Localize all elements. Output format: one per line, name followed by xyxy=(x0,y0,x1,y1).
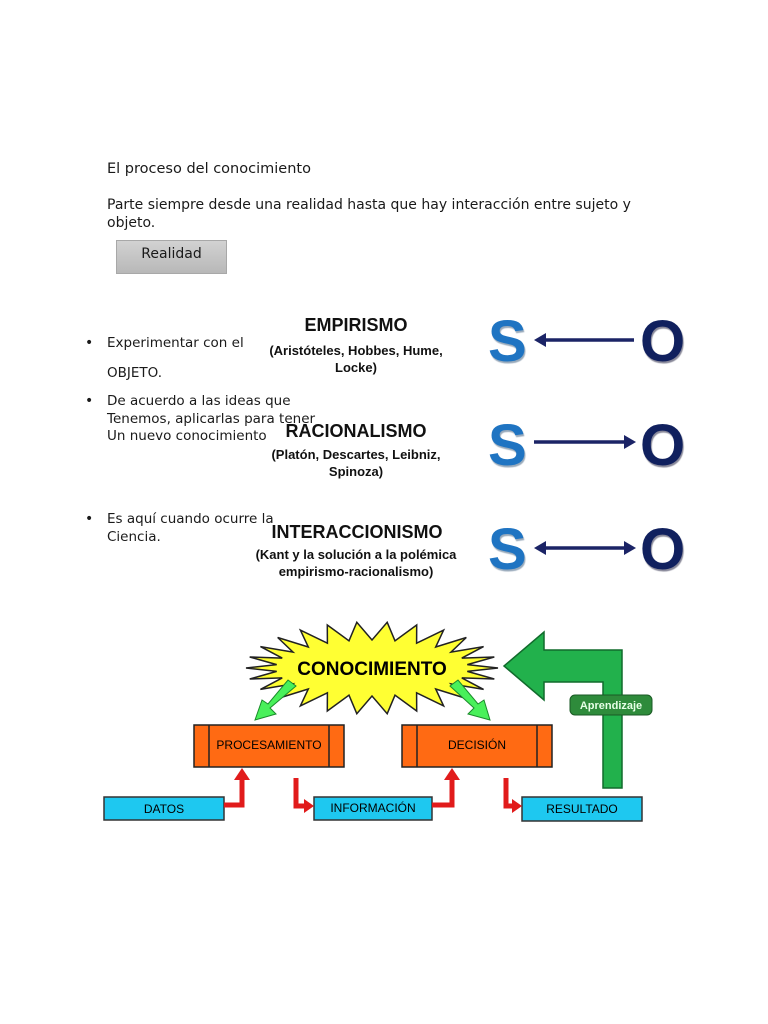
empirismo-subtitle: (Aristóteles, Hobbes, Hume, Locke) xyxy=(246,342,466,376)
arrow-left-icon xyxy=(534,333,634,347)
bullet-3-line-2: Ciencia. xyxy=(107,528,161,545)
aprendizaje-label: Aprendizaje xyxy=(580,700,642,712)
bullet-item-2: • De acuerdo a las ideas que Tenemos, ap… xyxy=(85,393,316,446)
page-heading: El proceso del conocimiento xyxy=(107,161,311,177)
green-arrow-left-icon xyxy=(254,679,297,721)
datos-label: DATOS xyxy=(144,802,184,816)
resultado-box: RESULTADO xyxy=(521,796,643,822)
bullet-dot: • xyxy=(85,393,94,409)
racionalismo-title: RACIONALISMO xyxy=(285,421,427,441)
procesamiento-box: PROCESAMIENTO xyxy=(193,724,345,768)
red-arrowheads xyxy=(234,768,522,813)
intro-paragraph: Parte siempre desde una realidad hasta q… xyxy=(107,197,631,231)
bullet-3-line-1: Es aquí cuando ocurre la xyxy=(107,511,274,527)
racionalismo-subtitle: (Platón, Descartes, Leibniz, Spinoza) xyxy=(246,446,466,480)
object-o-letter: O xyxy=(640,309,686,374)
racionalismo-authors-1: (Platón, Descartes, Leibniz, xyxy=(271,447,441,462)
aprendizaje-badge: Aprendizaje xyxy=(569,694,653,716)
realidad-box: Realidad xyxy=(116,240,227,274)
decision-to-resultado-arrow xyxy=(503,778,514,809)
conocimiento-label: CONOCIMIENTO xyxy=(297,659,447,680)
interaccionismo-authors-2: empirismo-racionalismo) xyxy=(278,564,434,579)
red-arrows xyxy=(224,778,514,809)
bullet-2-line-1: De acuerdo a las ideas que xyxy=(107,393,291,409)
green-arrow-right-icon xyxy=(449,679,491,721)
resultado-label: RESULTADO xyxy=(546,802,618,816)
empirismo-authors-2: Locke) xyxy=(335,360,377,375)
interaccionismo-title: INTERACCIONISMO xyxy=(271,522,443,542)
arrow-both-icon xyxy=(534,541,636,555)
conocimiento-burst: CONOCIMIENTO xyxy=(245,620,499,716)
bullet-item-1-cont: OBJETO. xyxy=(107,365,162,383)
informacion-label: INFORMACIÓN xyxy=(330,800,415,815)
knowledge-flow-diagram: CONOCIMIENTO Aprendizaje PROCESAMIENTO D… xyxy=(103,620,653,822)
datos-to-procesamiento-arrow xyxy=(224,778,245,808)
subject-s-letter: S xyxy=(488,517,527,582)
subject-s-letter: S xyxy=(488,309,527,374)
feedback-arrow-icon xyxy=(502,630,623,789)
bullet-item-1: • Experimentar con el xyxy=(85,335,244,353)
subject-s-letter: S xyxy=(488,413,527,478)
empirismo-title: EMPIRISMO xyxy=(304,315,408,335)
datos-box: DATOS xyxy=(103,796,225,821)
bullet-1-line-2: OBJETO. xyxy=(107,365,163,381)
procesamiento-to-informacion-arrow xyxy=(293,778,306,809)
object-o-letter: O xyxy=(640,413,686,478)
interaccionismo-authors-1: (Kant y la solución a la polémica xyxy=(255,547,457,562)
object-o-letter: O xyxy=(640,517,686,582)
bullet-2-line-2: Tenemos, aplicarlas para tener xyxy=(107,410,316,427)
decision-label: DECISIÓN xyxy=(448,737,506,752)
bullet-dot: • xyxy=(85,511,94,527)
decision-box: DECISIÓN xyxy=(401,724,553,768)
interaccionismo-subtitle: (Kant y la solución a la polémica empiri… xyxy=(236,546,476,580)
racionalismo-authors-2: Spinoza) xyxy=(328,464,384,479)
bullet-item-3: • Es aquí cuando ocurre la Ciencia. xyxy=(85,511,274,546)
bullet-2-line-3: Un nuevo conocimiento xyxy=(107,428,267,444)
bullet-1-line-1: Experimentar con el xyxy=(107,335,244,351)
informacion-box: INFORMACIÓN xyxy=(313,796,433,821)
empirismo-authors-1: (Aristóteles, Hobbes, Hume, xyxy=(269,343,443,358)
bullet-dot: • xyxy=(85,335,94,351)
informacion-to-decision-arrow xyxy=(432,778,455,808)
arrow-right-icon xyxy=(534,435,636,449)
procesamiento-label: PROCESAMIENTO xyxy=(216,738,321,752)
